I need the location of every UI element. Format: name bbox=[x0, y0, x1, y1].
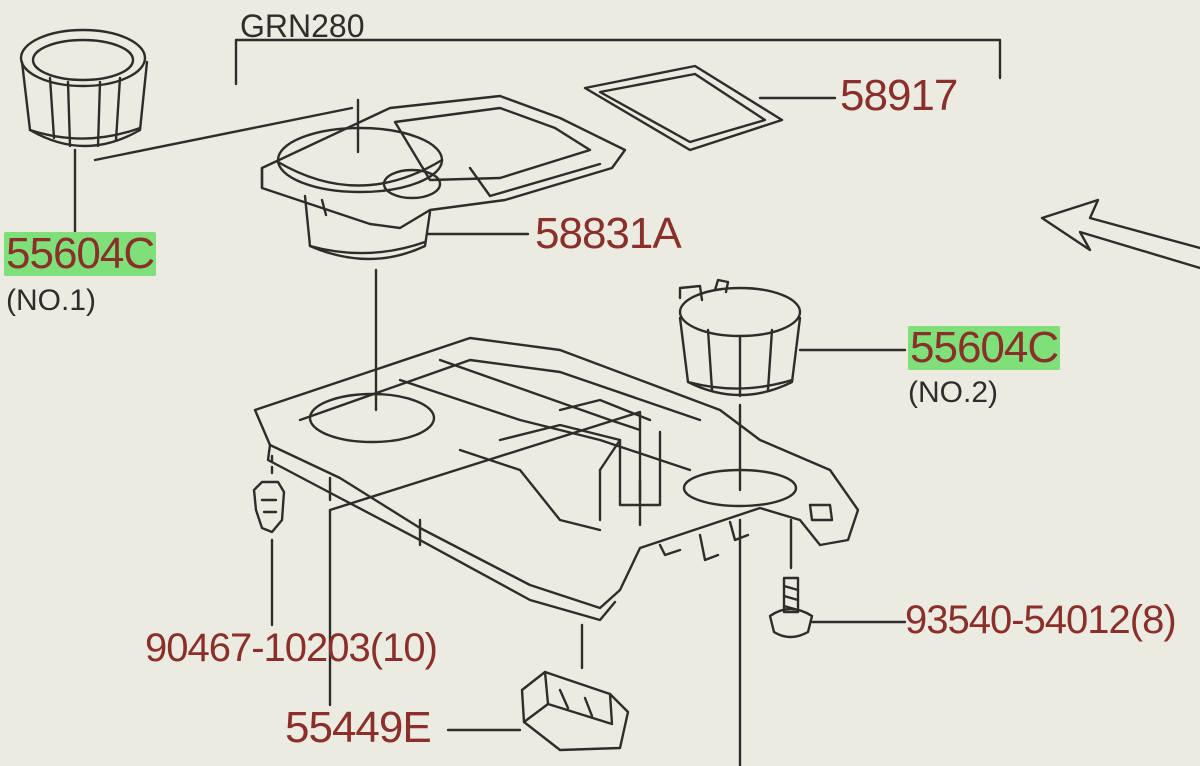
group-bracket bbox=[234, 38, 1002, 86]
part-number-90467: 90467-10203(10) bbox=[145, 626, 438, 670]
bolt-93540-drawing bbox=[768, 576, 814, 639]
part-number-55604c-no2: 55604C bbox=[908, 323, 1061, 372]
group-label: GRN280 bbox=[240, 8, 365, 44]
upper-holder-58831a-drawing bbox=[260, 94, 627, 261]
cup-holder-no2-drawing bbox=[678, 278, 802, 398]
part-note-no2: (NO.2) bbox=[908, 376, 998, 409]
part-number-55604c-no1: 55604C bbox=[4, 229, 157, 278]
console-base-drawing bbox=[253, 336, 860, 622]
part-number-58831a: 58831A bbox=[535, 209, 682, 258]
assembly-line-no1 bbox=[93, 106, 354, 162]
clip-90467-drawing bbox=[252, 480, 286, 534]
direction-arrow-icon bbox=[1040, 198, 1200, 270]
tray-58917-drawing bbox=[583, 64, 784, 152]
cup-holder-no1-drawing bbox=[19, 28, 149, 148]
assembly-line-55449e bbox=[328, 410, 642, 707]
part-number-58917: 58917 bbox=[840, 71, 958, 120]
box-55449e-drawing bbox=[520, 670, 630, 752]
part-note-no1: (NO.1) bbox=[6, 284, 96, 317]
part-number-55449e: 55449E bbox=[285, 703, 432, 752]
part-number-93540: 93540-54012(8) bbox=[905, 598, 1177, 642]
